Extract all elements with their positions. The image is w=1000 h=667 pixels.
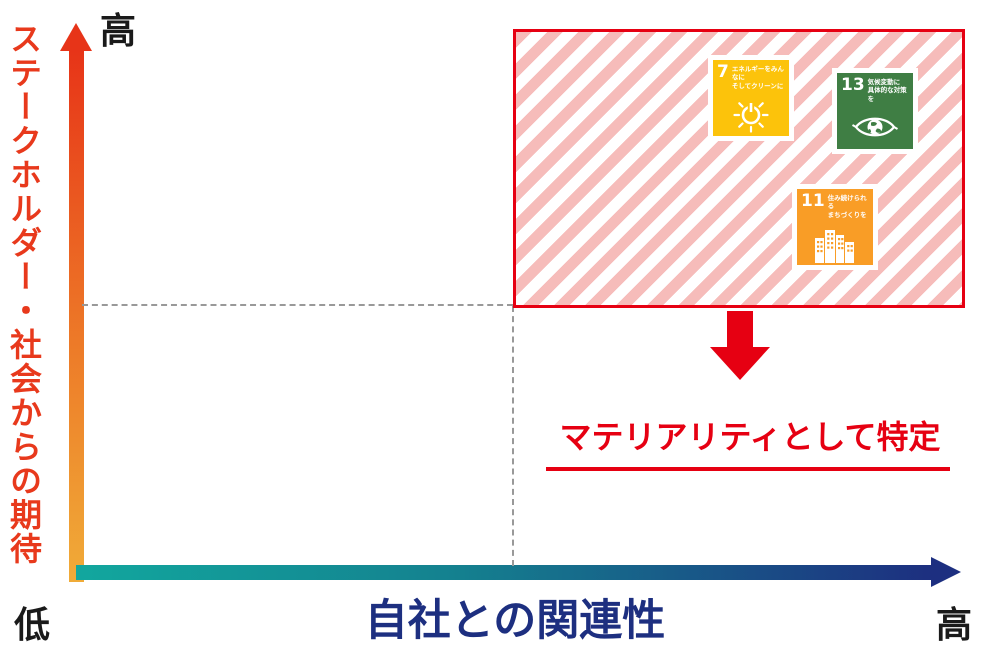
x-axis-arrowhead-icon [931,557,961,587]
sdg-goal-title: 気候変動に 具体的な対策を [867,78,907,103]
sdg-goal-number: 11 [801,191,825,211]
sdg-goal-13-card: 13 気候変動に 具体的な対策を [832,68,918,154]
x-axis-low-label: 低 [14,605,51,646]
sdg-goal-title: エネルギーをみんなに そしてクリーンに [731,65,784,90]
x-axis-title: 自社との関連性 [364,596,666,646]
y-axis-title: ステークホルダー・社会からの期待 [5,22,43,566]
eye-globe-icon [852,117,898,137]
down-arrow-icon [727,311,753,347]
sdg-goal-title: 住み続けられる まちづくりを [827,194,867,219]
sdg-goal-11-card: 11 住み続けられる まちづくりを [792,184,878,270]
quadrant-divider-horizontal [82,304,513,306]
sun-power-icon [733,102,769,133]
x-axis-arrow [76,565,932,580]
caption-underline [546,467,950,471]
sdg-goal-number: 13 [841,75,865,95]
materiality-caption: マテリアリティとして特定 [559,418,941,456]
sdg-goal-7-header: 7 エネルギーをみんなに そしてクリーンに [713,60,789,90]
sdg-goal-11-header: 11 住み続けられる まちづくりを [797,189,873,219]
quadrant-divider-vertical [512,306,514,566]
sdg-goal-7-card: 7 エネルギーをみんなに そしてクリーンに [708,55,794,141]
sdg-goal-13-header: 13 気候変動に 具体的な対策を [837,73,913,103]
y-axis-high-label: 高 [100,11,137,52]
sdg-goal-number: 7 [717,62,729,82]
y-axis-arrowhead-icon [60,23,92,51]
x-axis-high-label: 高 [936,605,973,646]
down-arrowhead-icon [710,347,770,380]
city-buildings-icon [815,230,854,263]
y-axis-arrow [69,50,84,582]
